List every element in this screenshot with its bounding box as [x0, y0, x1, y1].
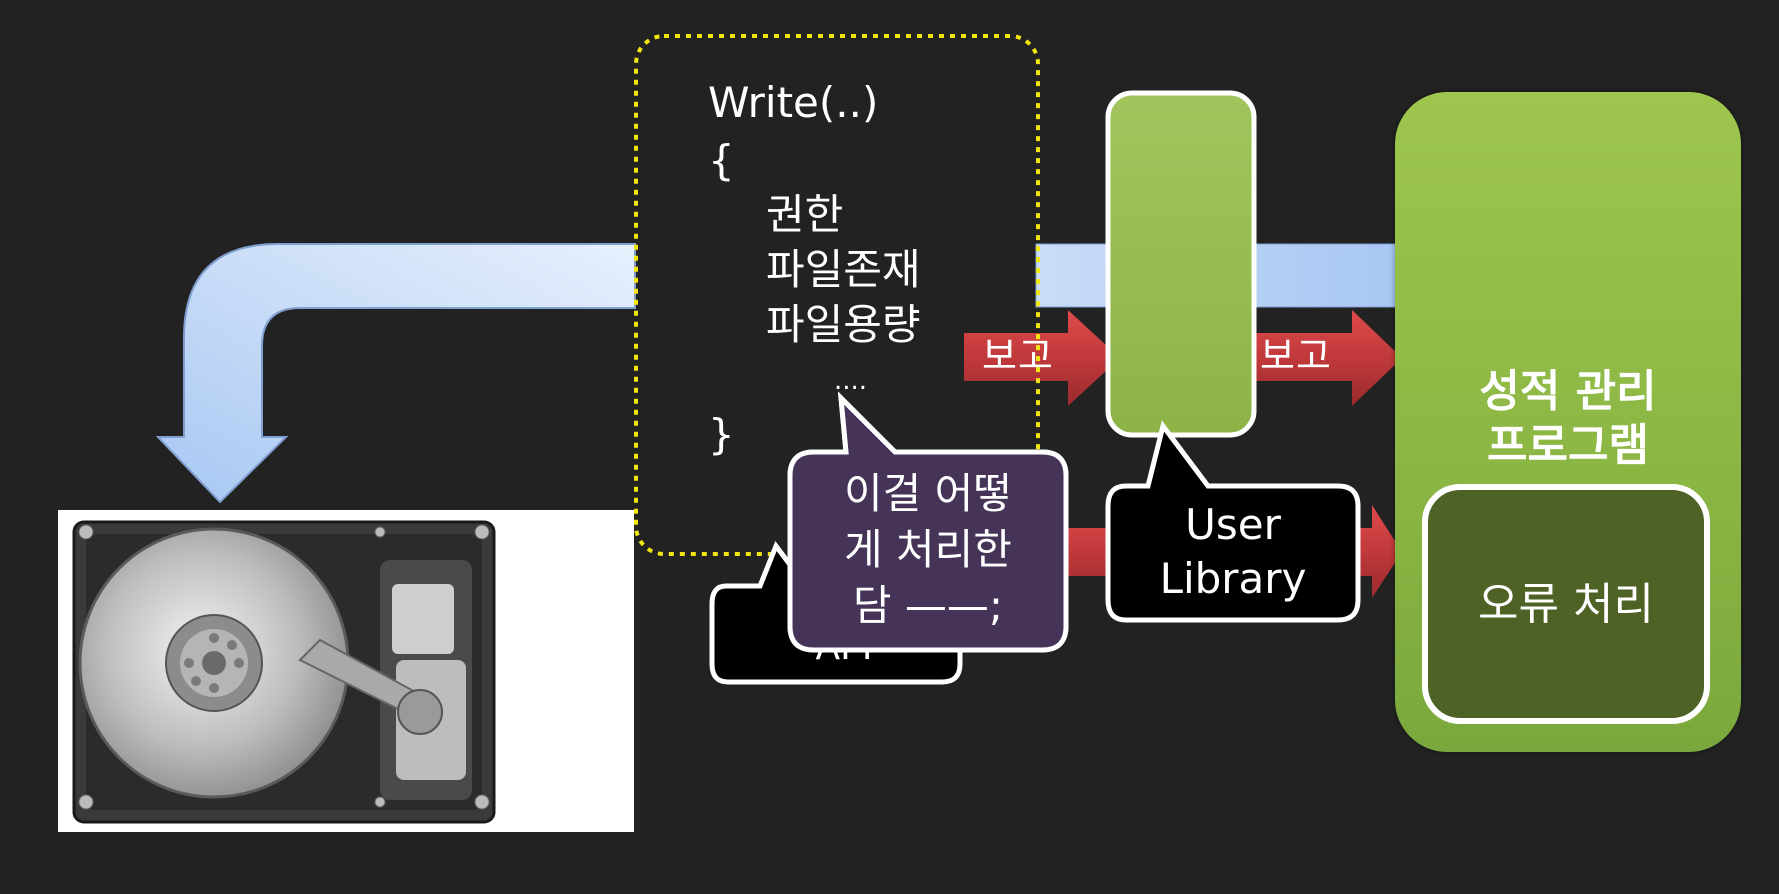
red-arrow-left [964, 310, 1120, 406]
code-open-brace: { [708, 136, 735, 185]
hdd-image [58, 510, 634, 832]
question-callout-text: 이걸 어떻 게 처리한 담 ——; [790, 466, 1066, 634]
report-label-left: 보고 [982, 334, 1054, 378]
error-handling-box [1422, 484, 1710, 724]
program-title-line2: 프로그램 [1487, 420, 1649, 471]
question-line3: 담 ——; [852, 581, 1004, 630]
code-permission: 권한 [766, 190, 844, 239]
question-line2: 게 처리한 [844, 525, 1012, 574]
blue-bent-arrow [155, 243, 636, 504]
code-file-exists: 파일존재 [766, 245, 921, 294]
user-library-line2: Library [1159, 554, 1307, 603]
code-close-brace: } [708, 410, 735, 459]
user-library-callout-text: User Library [1108, 498, 1358, 606]
user-library-block [1105, 90, 1257, 438]
grade-program-title: 성적 관리 프로그램 [1395, 365, 1741, 473]
code-ellipsis: .... [834, 366, 868, 396]
question-callout-cover [787, 392, 1069, 653]
code-file-size: 파일용량 [766, 300, 921, 349]
user-library-callout [1105, 420, 1361, 623]
error-handling-label: 오류 처리 [1478, 579, 1654, 630]
user-library-line1: User [1185, 500, 1281, 549]
question-line1: 이걸 어떻 [844, 469, 1012, 518]
red-arrow-right [1252, 310, 1402, 406]
code-write-call: Write(..) [708, 78, 879, 127]
report-label-right: 보고 [1260, 334, 1332, 378]
program-title-line1: 성적 관리 [1479, 366, 1657, 417]
